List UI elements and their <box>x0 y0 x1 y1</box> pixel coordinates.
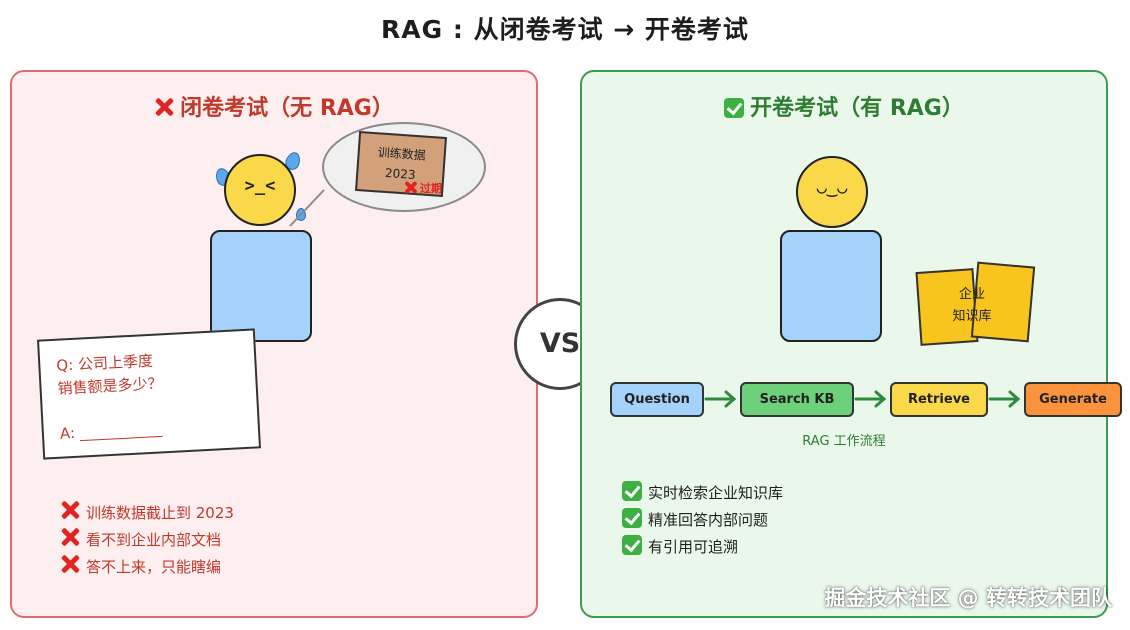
closed-book-drawbacks: 训练数据截止到 2023 看不到企业内部文档 答不上来，只能瞎编 <box>60 500 234 581</box>
cross-icon <box>404 180 418 194</box>
expired-stamp: 过期 <box>404 180 442 196</box>
checkmark-icon <box>622 481 642 501</box>
list-item: 训练数据截止到 2023 <box>60 500 234 527</box>
flow-caption: RAG 工作流程 <box>802 434 886 449</box>
closed-book-panel: 闭卷考试（无 RAG） >_< 训练数据 2023 过期 Q: 公司上季度 销售… <box>10 70 538 618</box>
happy-student-head: ◡‿◡ <box>796 156 868 228</box>
list-item: 实时检索企业知识库 <box>622 480 783 507</box>
flow-step-question: Question <box>610 382 704 417</box>
benefit-text: 精准回答内部问题 <box>648 511 769 529</box>
cross-icon <box>60 527 80 547</box>
drawback-text: 答不上来，只能瞎编 <box>86 558 222 576</box>
checkmark-icon <box>724 98 745 118</box>
benefit-text: 实时检索企业知识库 <box>648 484 784 502</box>
flow-step-retrieve: Retrieve <box>890 382 988 417</box>
stressed-student-head: >_< <box>224 154 296 226</box>
page-title: RAG : 从闭卷考试 → 开卷考试 <box>381 15 749 44</box>
watermark: 掘金技术社区 @ 转转技术团队 <box>824 586 1112 610</box>
open-book-heading: 开卷考试（有 RAG） <box>582 90 1106 122</box>
drawback-text: 训练数据截止到 2023 <box>86 504 234 522</box>
benefit-text: 有引用可追溯 <box>648 538 739 556</box>
list-item: 答不上来，只能瞎编 <box>60 554 234 581</box>
open-book-panel: 开卷考试（有 RAG） ◡‿◡ 企业 知识库 Question Search K… <box>580 70 1122 618</box>
list-item: 看不到企业内部文档 <box>60 527 234 554</box>
cross-icon <box>60 500 80 520</box>
happy-face: ◡‿◡ <box>816 178 848 198</box>
list-item: 精准回答内部问题 <box>622 507 783 534</box>
stressed-face: >_< <box>244 176 276 196</box>
cross-icon <box>60 554 80 574</box>
flow-step-search-kb: Search KB <box>740 382 854 417</box>
list-item: 有引用可追溯 <box>622 534 783 561</box>
flow-arrows <box>704 390 1021 408</box>
open-book-heading-text: 开卷考试（有 RAG） <box>750 96 964 121</box>
expired-label: 过期 <box>420 182 442 195</box>
thought-connector <box>289 189 325 227</box>
exam-paper: Q: 公司上季度 销售额是多少？ A: ___________ <box>37 328 261 460</box>
knowledge-base-label: 企业 知识库 <box>942 284 1002 328</box>
drawback-text: 看不到企业内部文档 <box>86 531 222 549</box>
student-body <box>210 230 312 342</box>
knowledge-base-label-line2: 知识库 <box>952 309 992 324</box>
cross-icon <box>154 97 174 117</box>
student-body <box>780 230 882 342</box>
closed-book-heading: 闭卷考试（无 RAG） <box>12 90 536 122</box>
flow-step-generate: Generate <box>1024 382 1122 417</box>
open-book-benefits: 实时检索企业知识库 精准回答内部问题 有引用可追溯 <box>622 480 783 561</box>
exam-answer-blank: A: ___________ <box>59 419 163 443</box>
closed-book-heading-text: 闭卷考试（无 RAG） <box>180 96 394 121</box>
checkmark-icon <box>622 508 642 528</box>
knowledge-base-label-line1: 企业 <box>958 287 985 302</box>
checkmark-icon <box>622 535 642 555</box>
